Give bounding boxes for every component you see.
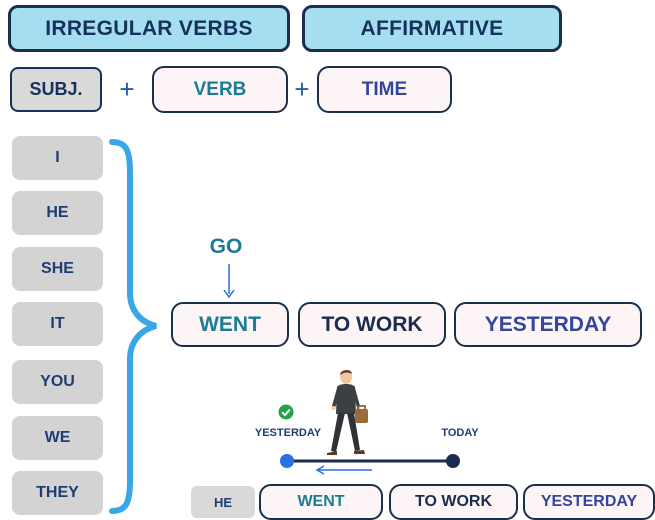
check-icon [278, 404, 294, 420]
left-arrow-icon [315, 465, 372, 475]
example-past-verb: WENT [171, 302, 289, 347]
pronoun-they: THEY [12, 471, 103, 515]
pronoun-he: HE [12, 191, 103, 235]
title-irregular-verbs: IRREGULAR VERBS [8, 5, 290, 52]
verb-formula-box: VERB [152, 66, 288, 113]
base-verb-go: GO [209, 235, 243, 258]
timeline-yesterday-label: YESTERDAY [254, 427, 322, 439]
timeline [280, 454, 460, 468]
down-arrow-icon [223, 264, 235, 299]
title-affirmative: AFFIRMATIVE [302, 5, 562, 52]
timeline-start-dot [280, 454, 294, 468]
plus-sign-1: + [119, 73, 135, 104]
example-object: TO WORK [298, 302, 446, 347]
pronoun-it: IT [12, 302, 103, 346]
sentence-subject: HE [191, 486, 255, 518]
subject-formula-box: SUBJ. [10, 67, 102, 112]
curly-brace [109, 139, 157, 514]
example-time: YESTERDAY [454, 302, 642, 347]
pronoun-she: SHE [12, 247, 103, 291]
timeline-today-label: TODAY [441, 427, 479, 439]
sentence-object: TO WORK [389, 484, 518, 520]
time-formula-box: TIME [317, 66, 452, 113]
timeline-end-dot [446, 454, 460, 468]
pronoun-i: I [12, 136, 103, 180]
sentence-time: YESTERDAY [523, 484, 655, 520]
walking-businessman-image [327, 369, 368, 455]
pronoun-you: YOU [12, 360, 103, 404]
pronoun-we: WE [12, 416, 103, 460]
plus-sign-2: + [294, 73, 310, 104]
